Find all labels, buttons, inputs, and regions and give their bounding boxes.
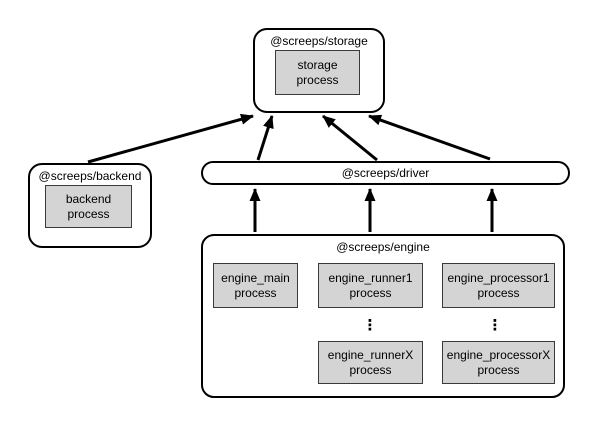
node-engine-title: @screeps/engine [336,240,430,254]
node-backend: @screeps/backend backend process [28,163,152,248]
runner-ellipsis: ⋮ [362,316,378,334]
arrow-backend-to-storage [87,113,254,164]
process-backend: backend process [45,185,132,228]
process-storage: storage process [275,50,360,95]
node-driver-title: @screeps/driver [341,166,430,180]
node-storage: @screeps/storage storage process [253,28,385,113]
process-engine-main: engine_main process [213,263,298,308]
node-driver: @screeps/driver [201,161,570,185]
node-engine: @screeps/engine engine_main process engi… [201,234,565,398]
process-engine-runner1: engine_runner1 process [318,263,423,308]
arrow-driver-to-storage-1 [256,115,274,161]
arrow-driver-to-storage-3 [368,114,491,161]
arrow-driver-to-storage-2 [322,114,378,162]
node-backend-title: @screeps/backend [38,169,142,183]
process-engine-processorX: engine_processorX process [442,341,555,384]
node-storage-title: @screeps/storage [270,34,368,48]
process-engine-runnerX: engine_runnerX process [318,341,423,384]
process-engine-processor1: engine_processor1 process [442,263,555,308]
processor-ellipsis: ⋮ [487,316,503,334]
